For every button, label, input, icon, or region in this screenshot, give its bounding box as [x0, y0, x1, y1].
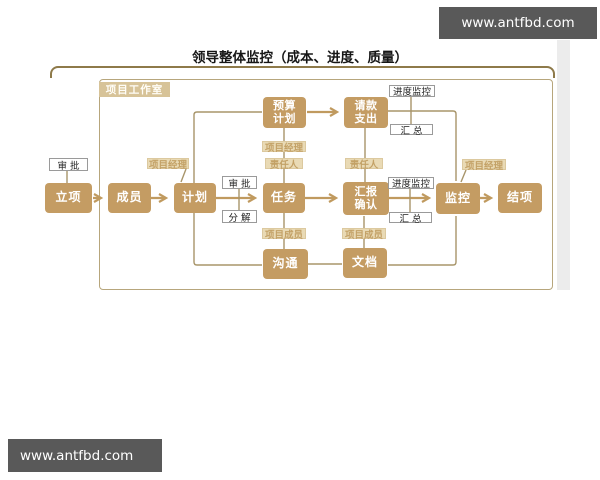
- chip-xiangmu-chengyuan-goutong: 项目成员: [262, 228, 306, 241]
- chip-shenpi-renwu: 审 批: [222, 176, 257, 190]
- chip-shenpi-lixiang: 审 批: [49, 158, 88, 172]
- line-jingli-jihua: [180, 168, 187, 183]
- node-goutong: 沟通: [263, 249, 308, 279]
- node-renwu: 任务: [263, 183, 305, 213]
- node-chengyuan: 成员: [108, 183, 151, 213]
- chip-huizong-mid: 汇 总: [389, 212, 432, 225]
- chip-xiangmu-jingli-jiankong: 项目经理: [462, 159, 506, 172]
- chip-zerenren-huibao: 责任人: [345, 158, 383, 171]
- node-wendang: 文档: [343, 248, 387, 278]
- chip-fenjie: 分 解: [222, 210, 257, 224]
- chip-xiangmu-chengyuan-wendang: 项目成员: [342, 228, 386, 241]
- chip-jindu-jiankong-top: 进度监控: [389, 85, 435, 98]
- node-jihua: 计划: [174, 183, 216, 213]
- line-jingli-jiankong: [460, 169, 467, 183]
- chip-zerenren-renwu: 责任人: [265, 158, 303, 171]
- node-qingkuan-zhichu: 请款 支出: [344, 97, 388, 128]
- watermark-text: www.antfbd.com: [461, 15, 575, 31]
- chip-xiangmu-jingli-jihua: 项目经理: [147, 158, 189, 171]
- node-jiexiang: 结项: [498, 183, 542, 213]
- right-gutter-shade: [557, 40, 570, 290]
- watermark-text: www.antfbd.com: [20, 447, 134, 464]
- line-wendang-jiankong: [388, 216, 457, 266]
- watermark-top: www.antfbd.com: [439, 7, 597, 39]
- node-lixiang: 立项: [45, 183, 92, 213]
- node-huibao-queren: 汇报 确认: [343, 182, 389, 215]
- chip-xiangmu-jingli-yusuan: 项目经理: [262, 141, 306, 154]
- node-jiankong: 监控: [436, 183, 480, 214]
- line-jihua-goutong: [193, 213, 262, 266]
- leadership-scope-bracket: [50, 66, 555, 78]
- project-workspace-container: [99, 79, 553, 290]
- chip-huizong-top: 汇 总: [390, 124, 433, 137]
- workspace-label: 项目工作室: [99, 82, 170, 97]
- line-qingkuan-jiankong: [388, 110, 457, 181]
- node-yusuan-jihua: 预算 计划: [263, 97, 306, 128]
- chip-jindu-jiankong-mid: 进度监控: [388, 177, 434, 190]
- diagram-title: 领导整体监控（成本、进度、质量）: [192, 50, 408, 66]
- line-jihua-yusuan: [193, 111, 262, 183]
- watermark-bottom: www.antfbd.com: [8, 439, 162, 472]
